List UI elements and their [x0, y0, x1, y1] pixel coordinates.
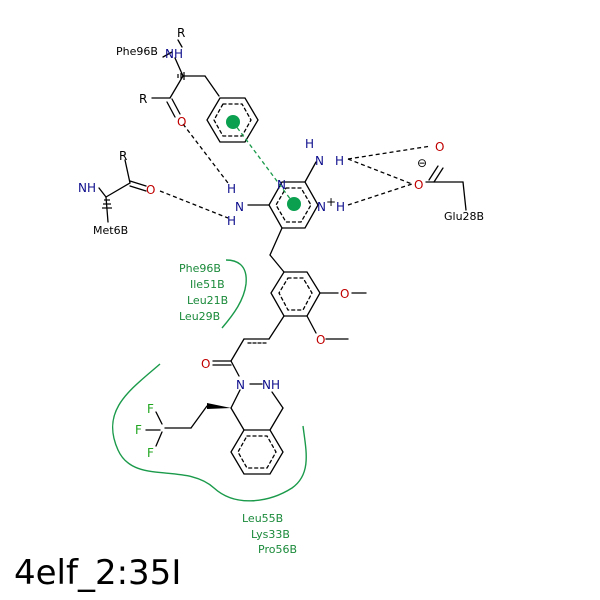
stereo-hash-bond-met [102, 199, 112, 209]
label-o-carbonyl-top: O [177, 115, 186, 129]
residue-phe96b-top: Phe96B [116, 45, 158, 58]
label-f2: F [135, 423, 142, 437]
stereo-hash-bond [177, 72, 185, 80]
label-o-amide: O [201, 357, 210, 371]
label-o-methoxy2: O [316, 333, 325, 347]
atom-labels: NH R R O R NH O H N H N N + H H N H O O … [78, 26, 444, 460]
label-n-amine2: N [315, 154, 324, 168]
label-r-met: R [119, 149, 127, 163]
label-n-pyr2: N [317, 200, 326, 214]
label-h-amine2b: H [335, 154, 344, 168]
molecule-bonds [98, 39, 467, 475]
label-r-left: R [139, 92, 147, 106]
label-o-glu2: O [414, 178, 423, 192]
label-h-amine-b: H [227, 214, 236, 228]
pocket-lower-residue: Lys33B [251, 528, 290, 541]
pocket-upper-residue: Phe96B [179, 262, 221, 275]
diagram-title: 4elf_2:35I [14, 553, 181, 593]
pi-stacking-line [232, 121, 295, 205]
label-plus: + [326, 195, 336, 209]
label-n-amine-a: N [235, 200, 244, 214]
label-r-top: R [177, 26, 185, 40]
label-nh-ring: NH [262, 378, 280, 392]
label-minus: ⊖ [417, 156, 427, 170]
pi-center-pyrimidine [287, 197, 301, 211]
label-f1: F [147, 402, 154, 416]
label-h-pyr2: H [336, 200, 345, 214]
stereo-wedge-bond [207, 403, 231, 409]
label-o-met: O [146, 183, 155, 197]
hydrophobic-contact-curves [111, 259, 307, 502]
label-h-amine-a: H [227, 182, 236, 196]
residue-met6b: Met6B [93, 224, 128, 237]
pocket-upper-residue: Leu29B [179, 310, 220, 323]
pi-center-phenyl [226, 115, 240, 129]
label-nh-met: NH [78, 181, 96, 195]
label-f3: F [147, 446, 154, 460]
label-nh-top: NH [165, 47, 183, 61]
label-n-ring1: N [236, 378, 245, 392]
residue-glu28b: Glu28B [444, 210, 484, 223]
pocket-upper-residue: Leu21B [187, 294, 228, 307]
hydrogen-bonds [159, 123, 432, 219]
pocket-lower-residue: Pro56B [258, 543, 297, 556]
label-n-pyr1: N [277, 178, 286, 192]
label-o-glu1: O [435, 140, 444, 154]
label-o-methoxy1: O [340, 287, 349, 301]
pocket-lower-residue: Leu55B [242, 512, 283, 525]
residue-labels: Phe96B Met6B Glu28B Phe96B Ile51B Leu21B… [93, 45, 484, 556]
pocket-upper-residue: Ile51B [190, 278, 225, 291]
label-h-amine2: H [305, 137, 314, 151]
